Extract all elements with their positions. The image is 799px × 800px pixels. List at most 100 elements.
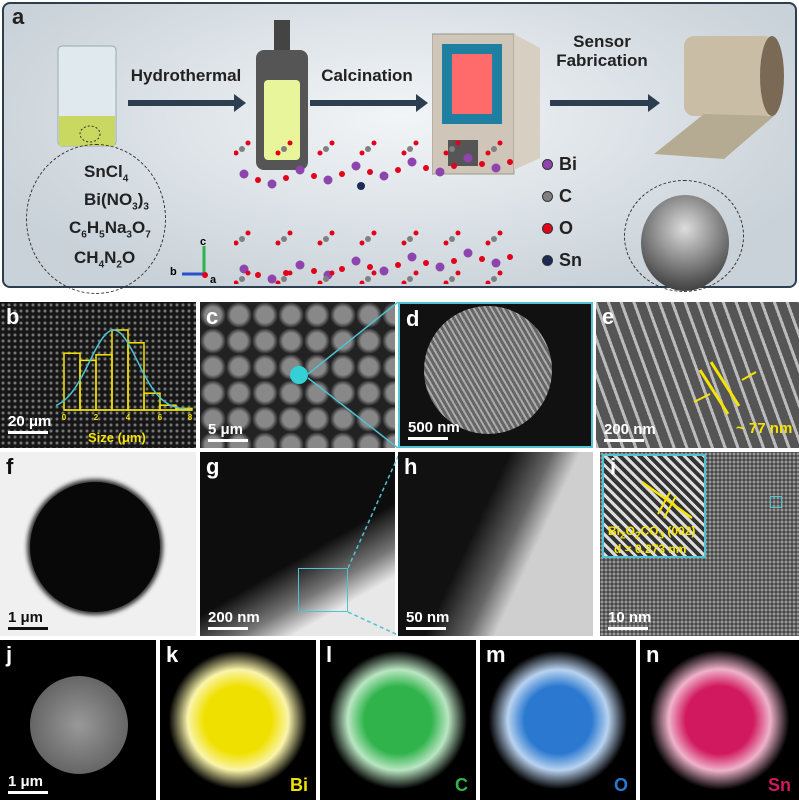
o-atom	[497, 270, 503, 276]
scale-bar-label: 1 μm	[8, 773, 44, 790]
axis-a-label: a	[210, 274, 217, 286]
gaussian-fit-line	[55, 329, 193, 411]
lattice-plane: (002)	[667, 524, 696, 538]
c-atom	[407, 236, 413, 242]
o-atom	[423, 260, 429, 266]
bi-atom	[435, 167, 445, 177]
c-atom	[281, 276, 287, 282]
step-calcination: Calcination	[321, 66, 413, 85]
c-atom	[449, 146, 455, 152]
precursor-bi-nitrate: Bi(NO3)3	[84, 190, 149, 213]
o-atom	[395, 167, 401, 173]
step-hydrothermal: Hydrothermal	[130, 66, 242, 85]
panel-label: a	[12, 4, 25, 29]
highlighted-sphere	[290, 366, 308, 384]
o-atom	[371, 140, 377, 146]
legend-label: Bi	[559, 154, 577, 174]
step-sensor-fabrication: Sensor Fabrication	[556, 32, 648, 70]
o-atom	[423, 165, 429, 171]
histogram-bar	[79, 359, 97, 411]
c-atom	[491, 236, 497, 242]
o-atom	[287, 230, 293, 236]
o-atom	[234, 280, 239, 284]
o-atom	[401, 240, 407, 246]
bi-atom	[491, 163, 501, 173]
atom-icon	[542, 159, 553, 170]
o-atom	[245, 270, 251, 276]
histogram-tick-label: 6	[158, 413, 163, 422]
bi-atom	[239, 169, 249, 179]
o-atom	[317, 150, 323, 156]
o-atom	[275, 280, 281, 284]
element-label: O	[613, 775, 628, 795]
o-atom	[255, 272, 261, 278]
bi-atom	[295, 165, 305, 175]
panel-i-hrtem: i Bi2O2CO3 (002) d = 0.273 nm 10 nm	[600, 452, 799, 636]
histogram-bar	[127, 342, 145, 411]
fft-inset: i Bi2O2CO3 (002) d = 0.273 nm	[602, 454, 706, 558]
scale-bar	[8, 431, 48, 434]
panel-label: j	[6, 642, 13, 667]
o-atom	[287, 270, 293, 276]
c-atom	[365, 146, 371, 152]
microsphere-render	[641, 195, 729, 291]
scale-bar	[608, 627, 648, 630]
o-atom	[234, 240, 239, 246]
thickness-marker	[693, 361, 757, 415]
panel-label: e	[602, 304, 615, 329]
o-atom	[507, 159, 513, 165]
bi-atom	[463, 153, 473, 163]
bi-atom	[351, 161, 361, 171]
o-atom	[485, 150, 491, 156]
o-atom	[359, 240, 365, 246]
o-atom	[245, 140, 251, 146]
legend-label: Sn	[559, 250, 583, 270]
scale-bar	[208, 627, 248, 630]
scale-bar	[408, 437, 448, 440]
legend-item-c: C	[542, 186, 572, 207]
bi-atom	[463, 248, 473, 258]
o-atom	[371, 230, 377, 236]
panel-d-sem: d 500 nm	[398, 302, 593, 448]
bi-atom	[323, 175, 333, 185]
c-atom	[491, 146, 497, 152]
element-label: Sn	[767, 775, 791, 795]
bi-atom	[351, 256, 361, 266]
fft-source-box	[770, 496, 782, 508]
legend-label: C	[559, 186, 572, 206]
o-atom	[287, 140, 293, 146]
axis-triad-icon	[182, 246, 208, 278]
o-atom	[367, 169, 373, 175]
o-atom	[275, 150, 281, 156]
o-atom	[275, 240, 281, 246]
scale-bar-label: 5 μm	[208, 421, 244, 438]
c-atom	[281, 146, 287, 152]
scale-bar	[406, 627, 446, 630]
arrow-icon	[550, 94, 660, 112]
panel-label: m	[486, 642, 506, 667]
bi-atom	[407, 157, 417, 167]
bi-atom	[267, 179, 277, 189]
c-atom	[239, 146, 245, 152]
o-atom	[359, 150, 365, 156]
c-atom	[491, 276, 497, 282]
scale-bar-label: 200 nm	[604, 421, 656, 438]
o-atom	[401, 280, 407, 284]
panel-h-tem: h 50 nm	[398, 452, 593, 636]
panel-label: d	[406, 306, 420, 331]
c-atom	[365, 276, 371, 282]
precursor-urea: CH4N2O	[74, 248, 136, 271]
o-atom	[455, 230, 461, 236]
legend-item-bi: Bi	[542, 154, 577, 175]
o-atom	[443, 280, 449, 284]
panel-e-sem: e ~ 77 nm 200 nm	[596, 302, 799, 448]
axis-c-label: c	[200, 236, 207, 248]
autoclave-icon	[256, 20, 308, 170]
atom-icon	[542, 255, 553, 266]
o-atom	[311, 173, 317, 179]
scale-bar	[8, 627, 48, 630]
legend-item-sn: Sn	[542, 250, 582, 271]
o-atom	[497, 140, 503, 146]
beaker-icon	[57, 45, 117, 147]
scale-bar-label: 50 nm	[406, 609, 450, 626]
